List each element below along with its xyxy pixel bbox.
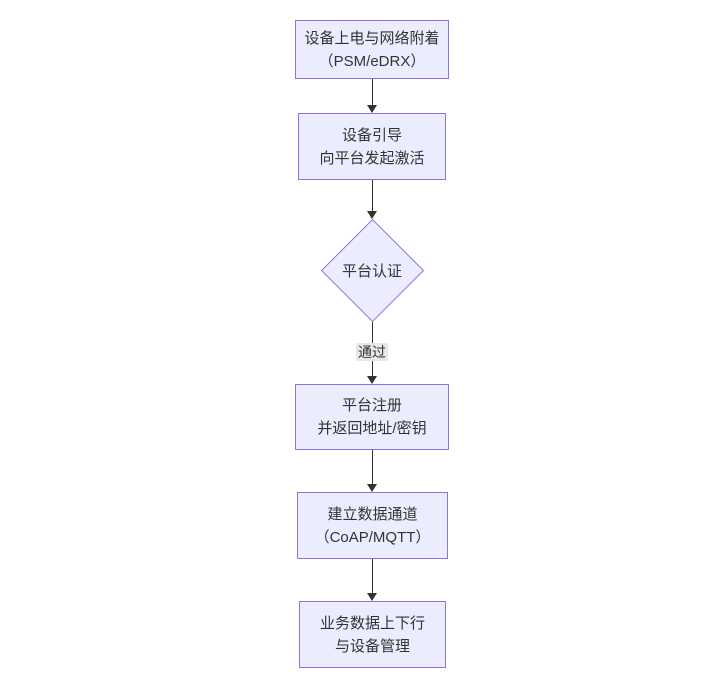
node-text-line: 设备上电与网络附着 — [304, 29, 440, 47]
arrow-shaft — [371, 79, 373, 105]
arrow-register-to-channel — [366, 450, 378, 492]
decision-label: 平台认证 — [341, 262, 402, 280]
node-data-channel: 建立数据通道 （CoAP/MQTT） — [297, 492, 448, 559]
decision-platform-auth: 平台认证 — [320, 218, 424, 322]
edge-label-pass: 通过 — [356, 343, 388, 361]
node-text-line: 设备引导 — [341, 126, 402, 144]
node-text-line: 与设备管理 — [334, 637, 410, 655]
node-business-data-device-mgmt: 业务数据上下行 与设备管理 — [299, 601, 446, 668]
node-text-line: 建立数据通道 — [327, 505, 418, 523]
arrowhead-down-icon — [367, 376, 377, 384]
arrow-power-to-bootstrap — [366, 79, 378, 113]
arrowhead-down-icon — [367, 105, 377, 113]
node-text-line: （PSM/eDRX） — [318, 52, 426, 70]
node-text-line: （CoAP/MQTT） — [314, 528, 431, 546]
node-text-line: 向平台发起激活 — [319, 149, 425, 167]
node-power-on-network-attach: 设备上电与网络附着 （PSM/eDRX） — [295, 20, 449, 79]
node-text-line: 平台注册 — [341, 397, 402, 414]
node-platform-register: 平台注册 并返回地址/密钥 — [295, 384, 449, 450]
arrowhead-down-icon — [367, 593, 377, 601]
arrow-bootstrap-to-auth — [366, 180, 378, 219]
node-text-line: 并返回地址/密钥 — [317, 420, 427, 437]
arrowhead-down-icon — [367, 484, 377, 492]
arrow-shaft — [371, 559, 373, 593]
arrowhead-down-icon — [367, 211, 377, 219]
arrow-shaft — [371, 180, 373, 211]
arrow-channel-to-business — [366, 559, 378, 601]
node-text-line: 业务数据上下行 — [319, 614, 425, 632]
arrow-shaft — [371, 450, 373, 484]
node-device-bootstrap: 设备引导 向平台发起激活 — [298, 113, 446, 180]
